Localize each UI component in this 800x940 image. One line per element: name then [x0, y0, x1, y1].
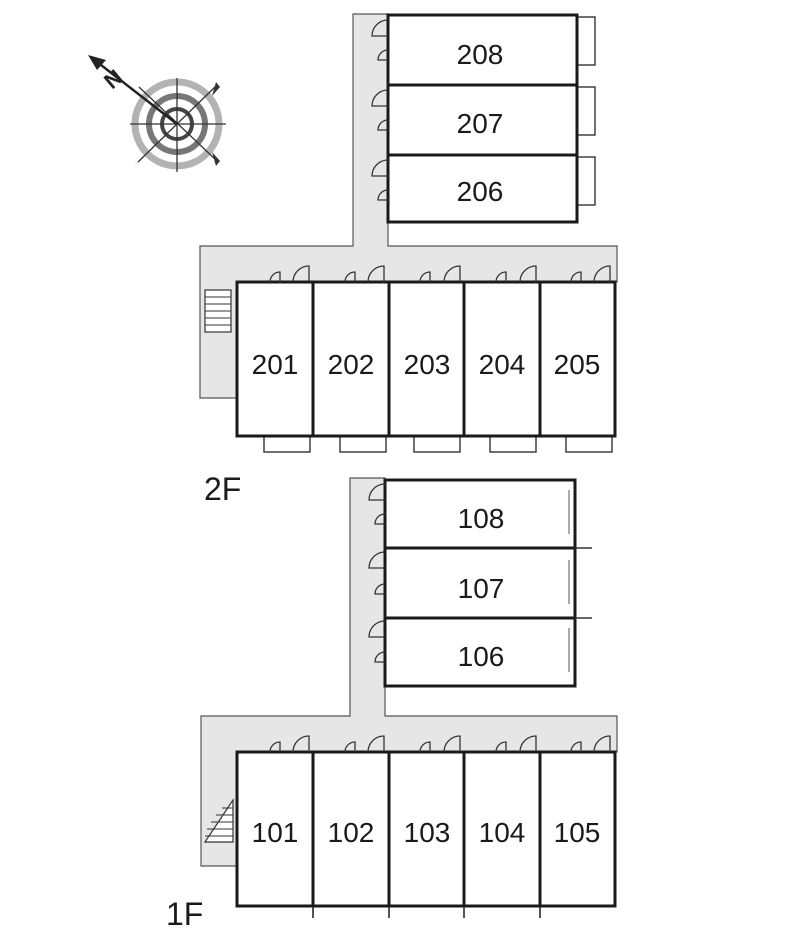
unit-label-103: 103 — [404, 817, 451, 848]
unit-label-204: 204 — [479, 349, 526, 380]
balcony — [565, 435, 613, 453]
unit-label-202: 202 — [328, 349, 375, 380]
unit-105 — [538, 750, 617, 908]
compass-north-label: N — [99, 64, 127, 93]
door-icon — [371, 19, 389, 201]
floor-label-1f: 1F — [166, 896, 203, 932]
unit-label-107: 107 — [458, 573, 505, 604]
balcony — [576, 16, 596, 66]
door-icon — [368, 483, 386, 663]
unit-divider-ticks — [312, 906, 541, 918]
unit-102 — [311, 750, 391, 908]
unit-205 — [538, 280, 617, 438]
balcony — [489, 435, 537, 453]
unit-108 — [383, 478, 577, 550]
unit-label-101: 101 — [252, 817, 299, 848]
unit-206 — [386, 153, 579, 224]
unit-label-108: 108 — [458, 503, 505, 534]
unit-label-102: 102 — [328, 817, 375, 848]
door-icon — [269, 265, 611, 283]
stairs-1f — [203, 798, 234, 843]
unit-202 — [311, 280, 391, 438]
unit-label-203: 203 — [404, 349, 451, 380]
balcony — [576, 86, 596, 136]
floor-label-2f: 2F — [204, 471, 241, 507]
compass-rose-icon: N — [88, 55, 226, 172]
balcony — [576, 156, 596, 206]
unit-label-208: 208 — [457, 39, 504, 70]
unit-106 — [383, 616, 577, 688]
unit-104 — [462, 750, 542, 908]
unit-label-201: 201 — [252, 349, 299, 380]
balcony — [263, 435, 311, 453]
floor-1f: 108 107 106 101 102 103 104 105 — [166, 477, 618, 932]
unit-label-206: 206 — [457, 176, 504, 207]
unit-208 — [386, 13, 579, 87]
balcony — [339, 435, 387, 453]
unit-label-104: 104 — [479, 817, 526, 848]
door-icon — [269, 735, 611, 753]
unit-207 — [386, 83, 579, 157]
balcony — [413, 435, 461, 453]
stairs-2f — [204, 289, 232, 333]
unit-label-105: 105 — [554, 817, 601, 848]
unit-label-205: 205 — [554, 349, 601, 380]
floor-2f: 208 207 206 201 202 203 204 205 — [199, 13, 618, 507]
unit-103 — [387, 750, 466, 908]
unit-label-106: 106 — [458, 641, 505, 672]
unit-204 — [462, 280, 542, 438]
unit-label-207: 207 — [457, 108, 504, 139]
